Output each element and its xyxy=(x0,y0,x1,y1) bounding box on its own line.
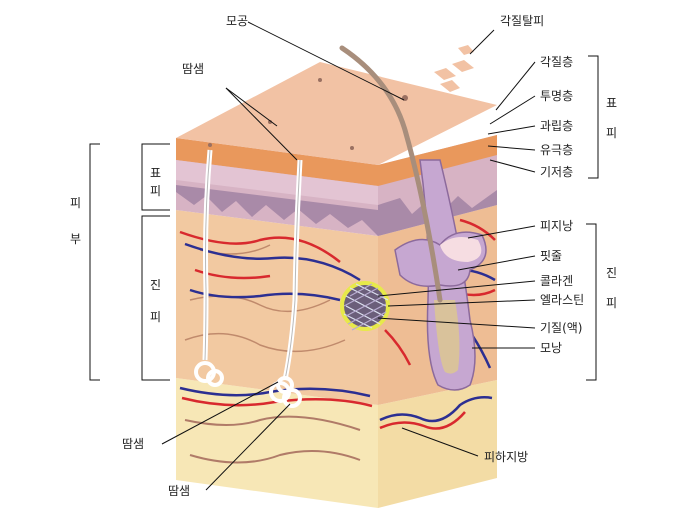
epidermis-right-bracket xyxy=(588,55,599,179)
sebaceous-gland-leader-line xyxy=(467,225,536,239)
epidermis-left-bracket xyxy=(141,143,170,211)
collagen-leader-line xyxy=(377,280,536,297)
stratum-granulosum-leader-line xyxy=(487,125,536,135)
stratum-granulosum-label: 과립층 xyxy=(540,119,574,133)
desquamation-label: 각질탈피 xyxy=(500,14,545,28)
stratum-spinosum-label: 유극층 xyxy=(540,143,574,157)
sebaceous-gland-label: 피지낭 xyxy=(540,219,574,233)
sweat-gland-top-leader-line-1 xyxy=(225,87,278,127)
connector-lines xyxy=(161,21,536,491)
dermis-left-bracket xyxy=(141,215,170,381)
skin-bracket-label-2: 부 xyxy=(70,232,82,246)
elastin-label: 엘라스틴 xyxy=(540,293,585,307)
dermis-left-label-1: 진 xyxy=(150,278,162,292)
epidermis-right-label-1: 표 xyxy=(606,96,618,110)
epidermis-front-left xyxy=(176,138,378,236)
epidermis-right-label-2: 피 xyxy=(606,126,618,140)
sweat-glands xyxy=(194,149,303,408)
stratum-basale-label: 기저층 xyxy=(540,165,574,179)
epidermis-left-label-2: 피 xyxy=(150,184,162,198)
dermis-right-label-2: 피 xyxy=(606,296,618,310)
subcutaneous-fat-leader-line xyxy=(401,427,479,457)
brackets xyxy=(89,55,599,381)
sweat-gland-bottom-1-leader-line xyxy=(161,381,279,445)
ground-substance-leader-line xyxy=(377,317,536,329)
hair-follicle-label: 모낭 xyxy=(540,341,563,355)
blood-vessel-label: 핏줄 xyxy=(540,249,563,263)
skin-bracket-label-1: 피 xyxy=(70,196,82,210)
collagen-magnifier xyxy=(340,281,390,331)
sweat-gland-bottom-1-label: 땀샘 xyxy=(122,437,145,451)
pore-label: 모공 xyxy=(226,14,249,28)
hair-follicle xyxy=(339,45,487,391)
subcutaneous-fat-label: 피하지방 xyxy=(484,450,529,464)
sweat-gland-top-label: 땀샘 xyxy=(182,62,205,76)
subcutaneous-fat-layer xyxy=(176,378,497,508)
stratum-basale-leader-line xyxy=(489,159,536,173)
stratum-corneum-label: 각질층 xyxy=(540,55,574,69)
skin-bracket xyxy=(89,143,100,381)
stratum-spinosum-leader-line xyxy=(487,145,536,151)
sweat-gland-bottom-2-label: 땀샘 xyxy=(168,484,191,498)
ground-substance-label: 기질(액) xyxy=(540,321,583,335)
elastin-leader-line xyxy=(387,299,536,307)
dermis-right-bracket xyxy=(586,223,597,381)
blood-vessel-leader-line xyxy=(457,255,536,271)
stratum-lucidum-leader-line xyxy=(489,95,536,125)
epidermis-top-surface xyxy=(176,45,497,165)
collagen-label: 콜라겐 xyxy=(540,274,574,288)
stratum-corneum-leader-line xyxy=(495,61,536,111)
sweat-gland-bottom-2-leader-line xyxy=(205,403,291,491)
stratum-lucidum-label: 투명층 xyxy=(540,89,574,103)
desquamation-leader-line xyxy=(469,29,495,55)
pore-leader-line xyxy=(247,21,405,101)
epidermis-left-label-1: 표 xyxy=(150,166,162,180)
sweat-gland-top-leader-line-2 xyxy=(225,87,298,161)
dermis-right-label-1: 진 xyxy=(606,266,618,280)
dermis-left-label-2: 피 xyxy=(150,310,162,324)
